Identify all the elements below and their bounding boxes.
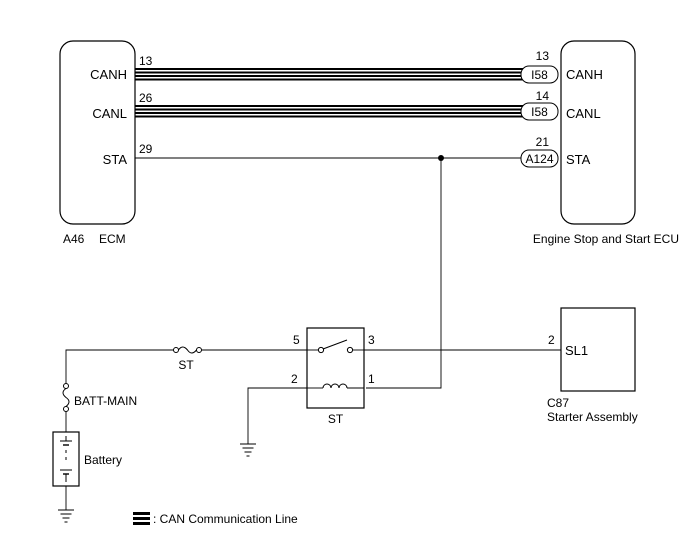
legend-text: : CAN Communication Line (153, 512, 298, 526)
connector-i58-canl: I58 (520, 102, 559, 121)
st-fuse-label: ST (178, 358, 194, 372)
connector-a124-sta-label: A124 (525, 152, 553, 166)
ecm-pin-label-canl: CANL (92, 106, 127, 121)
relay-ground-icon (240, 443, 256, 457)
ecm-pin-label-sta: STA (103, 152, 128, 167)
relay-switch-contact (307, 339, 364, 354)
ecm-pin-number-canl: 26 (139, 91, 153, 105)
starter-assembly-box (560, 307, 636, 392)
starter-name: Starter Assembly (547, 410, 638, 424)
ecm-box (59, 40, 136, 225)
connector-a124-sta: A124 (520, 149, 559, 168)
starter-connector-id: C87 (547, 396, 569, 410)
battery-label: Battery (84, 453, 122, 467)
connector-i58-canh-label: I58 (531, 68, 548, 82)
connector-i58-canh: I58 (520, 65, 559, 84)
st-fuse-icon (173, 346, 202, 354)
ecm-pin-label-canh: CANH (90, 67, 127, 82)
fuse-to-battmain-wire (65, 349, 174, 383)
ecm-pin-number-canh: 13 (139, 54, 153, 68)
relay-coil-icon (307, 383, 364, 389)
ecu-pin-number-canh: 13 (536, 49, 550, 63)
ecu-pin-number-sta: 21 (536, 135, 550, 149)
st-relay-label: ST (328, 412, 344, 426)
canh-bus-line (135, 68, 525, 81)
can-line-legend-icon (133, 512, 150, 525)
connector-i58-canl-label: I58 (531, 105, 548, 119)
battery-icon (52, 431, 80, 487)
ecm-pin-number-sta: 29 (139, 142, 153, 156)
sta-branch-wire (366, 158, 442, 389)
ecu-pin-number-canl: 14 (536, 89, 550, 103)
relay-pin-5: 5 (293, 333, 300, 347)
relay-pin-1: 1 (368, 372, 375, 386)
ecm-name: ECM (99, 232, 126, 246)
ecu-pin-label-canh: CANH (566, 67, 603, 82)
start-stop-ecu-box (560, 40, 636, 225)
relay-pin-2: 2 (291, 372, 298, 386)
ecm-connector-id: A46 (63, 232, 85, 246)
ecu-name: Engine Stop and Start ECU (533, 232, 679, 246)
ecu-pin-label-canl: CANL (566, 106, 601, 121)
battery-ground-icon (58, 509, 74, 523)
relay-pin-3: 3 (368, 333, 375, 347)
starter-pin-number: 2 (548, 333, 555, 347)
starter-pin-label: SL1 (565, 343, 588, 358)
batt-main-fuse-label: BATT-MAIN (74, 394, 137, 408)
st-relay-box (306, 327, 365, 409)
relay-ground-wire (247, 387, 307, 444)
canl-bus-line (135, 105, 525, 118)
ecu-pin-label-sta: STA (566, 152, 591, 167)
batt-main-fuse-icon (62, 383, 70, 412)
